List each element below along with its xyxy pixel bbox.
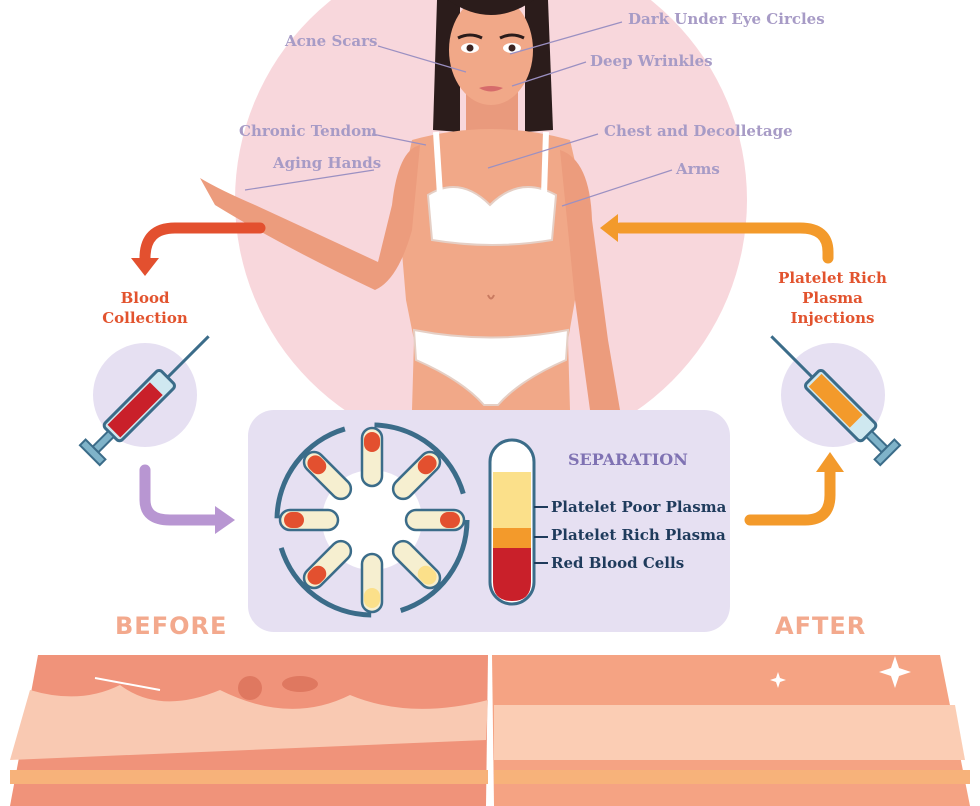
blood-collection-label: Blood Collection [102, 289, 188, 327]
pointer-lines [244, 21, 673, 207]
layer-ppp-label: Platelet Poor Plasma [551, 498, 727, 516]
collection-arrow [139, 222, 266, 268]
prp-injections-label: Platelet Rich Plasma Injections [778, 269, 887, 327]
layer-rbc-label: Red Blood Cells [551, 554, 685, 572]
sparkle-icon [770, 672, 786, 688]
label-chest: Chest and Decolletage [604, 122, 793, 140]
woman-figure [200, 0, 620, 410]
injection-arrow [614, 222, 834, 264]
after-label: AFTER [775, 612, 867, 640]
label-deep-wrinkles: Deep Wrinkles [590, 52, 713, 70]
to-separation-arrow [139, 464, 221, 526]
syringe-icon [78, 335, 210, 467]
label-aging-hands: Aging Hands [273, 154, 382, 172]
label-dark-under-eye: Dark Under Eye Circles [628, 10, 825, 28]
label-arms: Arms [676, 160, 720, 178]
label-chronic-tendom: Chronic Tendom [239, 122, 377, 140]
centrifuge [274, 422, 470, 618]
sparkle-icon [879, 656, 911, 688]
skin-after [492, 655, 970, 806]
from-separation-arrow [744, 464, 836, 526]
separation-tube [488, 438, 548, 606]
layer-prp-label: Platelet Rich Plasma [551, 526, 726, 544]
separation-title: SEPARATION [568, 450, 688, 469]
label-acne-scars: Acne Scars [285, 32, 378, 50]
skin-before [10, 655, 488, 806]
syringe-icon [770, 335, 902, 467]
before-label: BEFORE [115, 612, 228, 640]
acne-scar [238, 676, 262, 700]
